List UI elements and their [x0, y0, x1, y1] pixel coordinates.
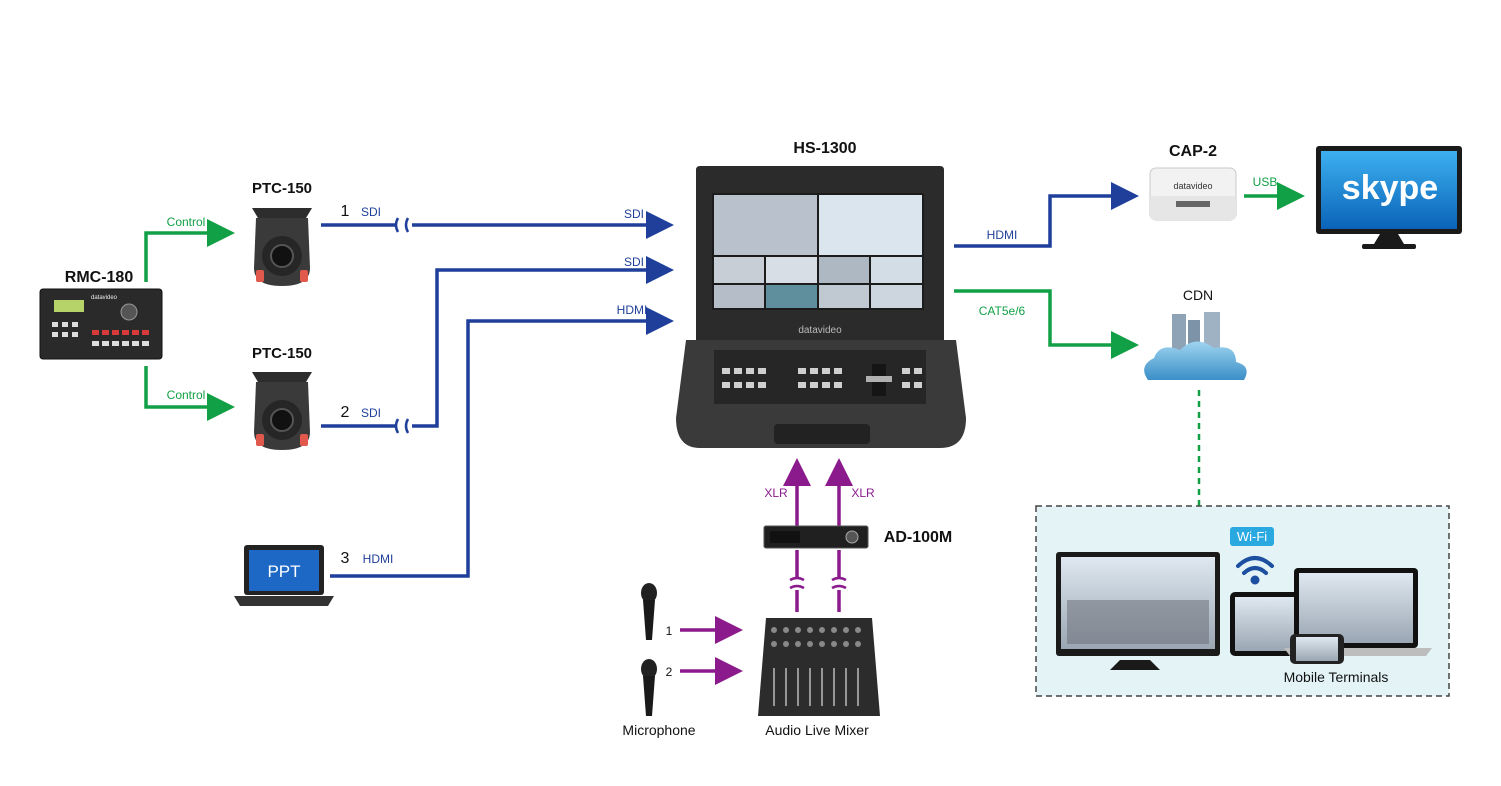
cdn-label: CDN — [1183, 287, 1213, 303]
terminal-laptop — [1284, 568, 1432, 656]
cable-breaks — [394, 217, 410, 434]
control-line-2 — [144, 366, 235, 421]
microphone-1 — [641, 583, 657, 640]
input-number-1: 1 — [341, 203, 350, 220]
usb-label: USB — [1253, 175, 1278, 189]
hdmi-line-3 — [330, 307, 674, 578]
desktop-monitor — [1056, 552, 1220, 670]
rmc-label: RMC-180 — [65, 269, 134, 286]
sdi-line-2 — [321, 270, 667, 428]
cat-label: CAT5e/6 — [979, 304, 1026, 318]
xlr-label-2: XLR — [851, 486, 875, 500]
mobile-terminals-label: Mobile Terminals — [1284, 669, 1389, 685]
rmc-brand-text: datavideo — [91, 295, 118, 301]
hdmi-out-label: HDMI — [987, 228, 1018, 242]
phone — [1290, 634, 1344, 664]
hs-1300-switcher: datavideo — [676, 166, 966, 448]
laptop — [234, 545, 334, 606]
control-line-1 — [144, 219, 235, 282]
wifi-label: Wi-Fi — [1237, 529, 1267, 544]
cap-brand-text: datavideo — [1173, 181, 1212, 191]
rmc-180-controller: datavideo — [39, 288, 163, 360]
input-number-2: 2 — [341, 404, 350, 421]
microphone-2 — [641, 659, 657, 716]
audio-mixer — [758, 618, 880, 716]
skype-logo-text: skype — [1342, 169, 1438, 207]
hdmi-out-line — [954, 182, 1139, 248]
ptc-label-1: PTC-150 — [252, 180, 312, 197]
ptc-150-camera-2 — [252, 372, 312, 450]
hs-brand-text: datavideo — [798, 325, 842, 336]
ad-100m-unit — [763, 525, 869, 549]
hs-sdi-in-label-1: SDI — [624, 207, 644, 221]
cap-label: CAP-2 — [1169, 143, 1217, 160]
hs-hdmi-in-label: HDMI — [617, 303, 648, 317]
control-label-2: Control — [167, 388, 206, 402]
wifi-badge — [1230, 527, 1274, 546]
input-sdi-label-2: SDI — [361, 406, 381, 420]
ptc-label-2: PTC-150 — [252, 345, 312, 362]
mixer-label: Audio Live Mixer — [765, 722, 869, 738]
microphone-label: Microphone — [622, 722, 695, 738]
control-label-1: Control — [167, 215, 206, 229]
hs-label: HS-1300 — [793, 140, 856, 157]
skype-monitor — [1316, 146, 1462, 249]
xlr-label-1: XLR — [764, 486, 788, 500]
audio-breaks — [789, 576, 847, 590]
mic-number-1: 1 — [666, 624, 673, 638]
input-sdi-label-1: SDI — [361, 205, 381, 219]
connections — [144, 182, 1305, 685]
cap-2-device: datavideo — [1149, 167, 1237, 221]
mic-number-2: 2 — [666, 665, 673, 679]
ad-label: AD-100M — [884, 529, 952, 546]
ptc-150-camera-1 — [252, 208, 312, 286]
laptop-screen-text: PPT — [267, 562, 300, 581]
cdn-cloud-icon — [1144, 312, 1247, 380]
hs-sdi-in-label-2: SDI — [624, 255, 644, 269]
input-hdmi-label-3: HDMI — [363, 552, 394, 566]
input-number-3: 3 — [341, 550, 350, 567]
cat-line — [954, 289, 1139, 359]
wifi-icon — [1236, 556, 1274, 585]
